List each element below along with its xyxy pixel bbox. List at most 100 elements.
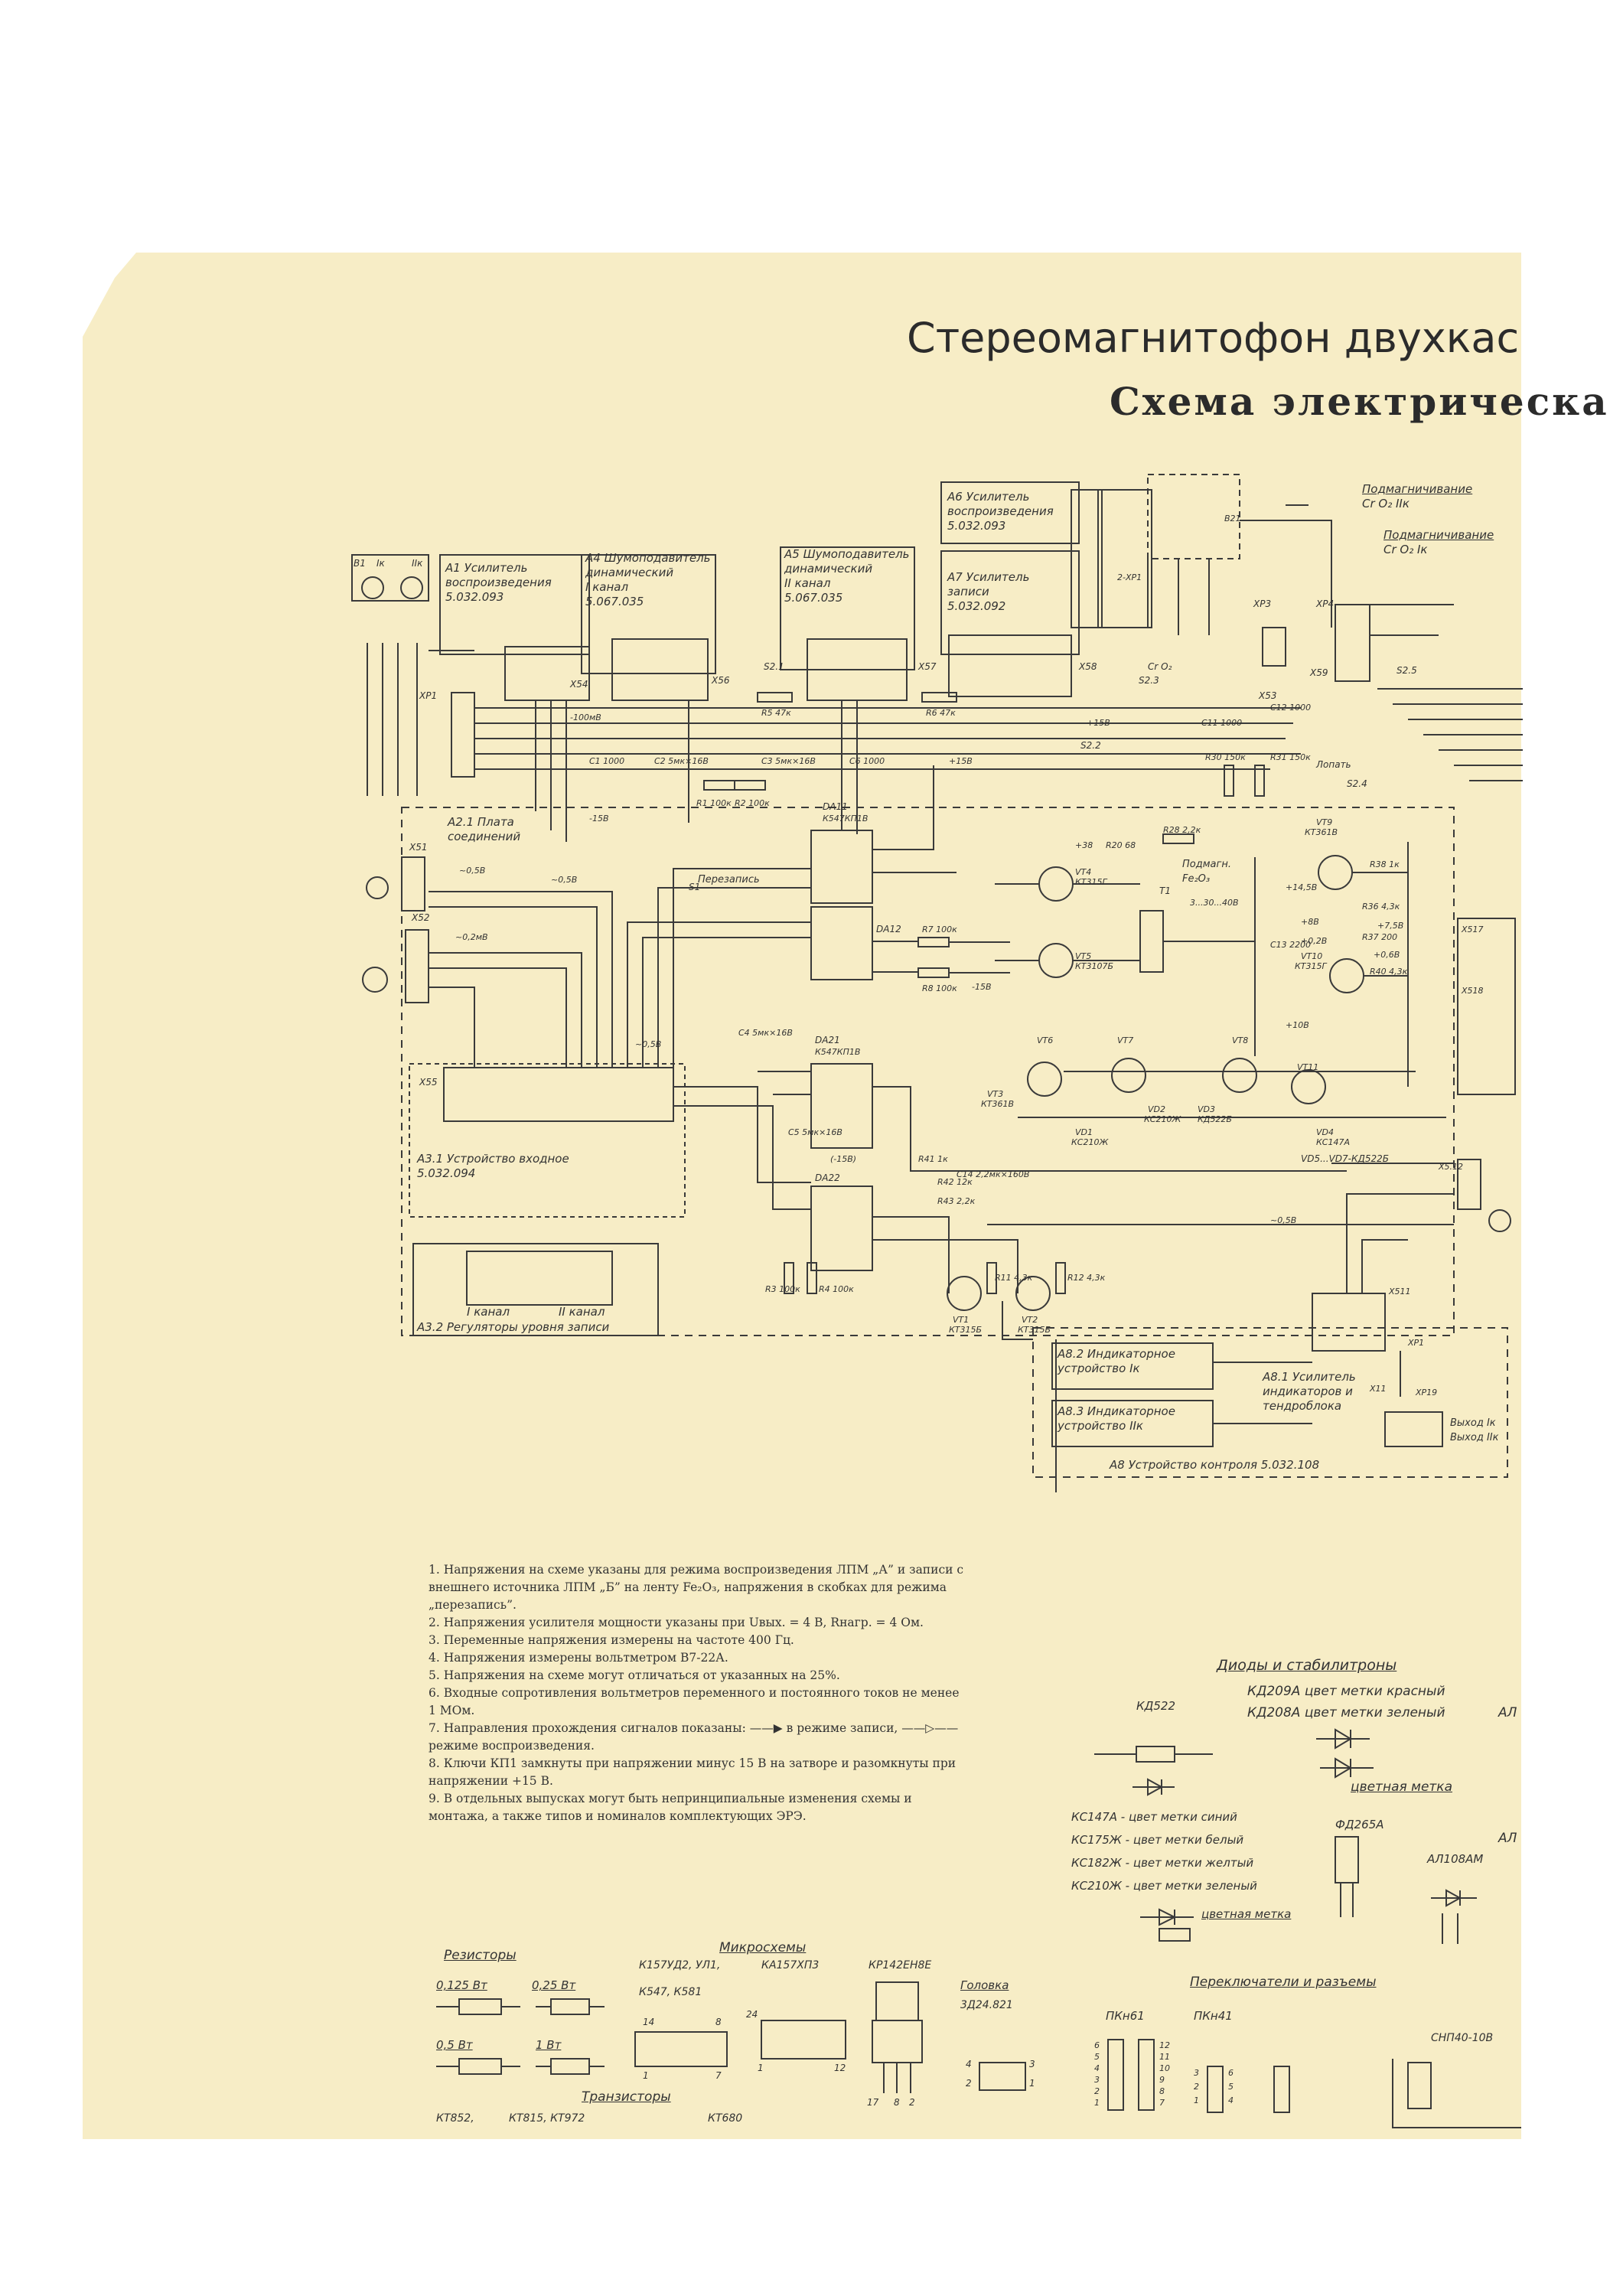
val-r31: R31 150к	[1270, 752, 1311, 762]
resistor-r3	[784, 1262, 794, 1294]
ref-vt10-type: КТ315Г	[1295, 961, 1327, 971]
block-a31-label: А3.1 Устройство входное 5.032.094	[417, 1152, 569, 1181]
legend-trans-1: КТ852,	[436, 2112, 474, 2125]
notes-block: 1. Напряжения на схеме указаны для режим…	[429, 1561, 964, 1825]
pin-label: 1	[1194, 2095, 1199, 2105]
ref-x517: Х517	[1462, 925, 1484, 934]
ref-da12: DA12	[876, 924, 901, 934]
ref-lopat: Лопать	[1316, 759, 1351, 770]
legend-switch-title: Переключатели и разъемы	[1190, 1975, 1377, 1990]
pkn61-a	[1107, 2039, 1124, 2111]
pin-k157-8: 8	[715, 2017, 722, 2027]
ref-vt3: VT3	[987, 1089, 1004, 1099]
block-a81-label: А8.1 Усилитель индикаторов и тендроблока	[1263, 1370, 1356, 1414]
val-minus15v: -15В	[589, 814, 609, 823]
pin-label: 5	[1228, 2082, 1234, 2092]
pkn41-a	[1207, 2066, 1224, 2113]
note-2: 2. Напряжения усилителя мощности указаны…	[429, 1616, 924, 1629]
res-1-body	[550, 2058, 590, 2075]
resistor-r6	[921, 692, 957, 703]
val-c12: C12 1000	[1270, 703, 1312, 713]
wires-da2	[673, 1071, 811, 1210]
ref-vt4-type: КТ315Г	[1075, 877, 1107, 887]
ref-x53: Х53	[1259, 690, 1277, 701]
resistor-r30	[1224, 765, 1234, 797]
ref-vd2: VD2	[1148, 1104, 1165, 1114]
legend-snp: СНП40-10В	[1431, 2032, 1494, 2044]
a82-line: устройство Iк	[1058, 1362, 1140, 1375]
val-ac-05v-a: ~0,5В	[459, 866, 486, 876]
ref-vd3-type: КД522Б	[1198, 1114, 1232, 1124]
ref-x55: Х55	[419, 1077, 438, 1088]
block-a7-label: А7 Усилитель записи 5.032.092	[947, 570, 1029, 614]
pin-head-2: 2	[966, 2078, 972, 2089]
val-r42: R42 12к	[937, 1177, 973, 1187]
pin-label: 10	[1159, 2063, 1170, 2073]
val-r30: R30 150к	[1205, 752, 1246, 762]
pin-label: 4	[1094, 2063, 1100, 2073]
ref-cro2: Cr O₂	[1148, 661, 1172, 672]
pin-kr142-2: 2	[909, 2097, 915, 2108]
a31-line: А3.1 Устройство входное	[417, 1152, 569, 1166]
podmag2-line: Cr O₂ Iк	[1383, 543, 1428, 556]
val-c1: C1 1000	[589, 756, 625, 766]
legend-k157: К157УД2, УЛ1,	[639, 1959, 721, 1971]
resistor-r28	[1162, 833, 1194, 844]
head-symbol-2	[400, 576, 423, 599]
ref-b1: В1	[354, 558, 366, 569]
val-minus15v-b: -15В	[972, 982, 992, 992]
res-0125-body	[458, 1998, 502, 2015]
legend-r0125: 0,125 Вт	[436, 1978, 487, 1992]
block-a6-label: А6 Усилитель воспроизведения 5.032.093	[947, 490, 1054, 533]
a31-line: 5.032.094	[417, 1166, 476, 1180]
ref-da22: DA22	[815, 1172, 840, 1183]
note-8: 8. Ключи КП1 замкнуты при напряжении мин…	[429, 1756, 957, 1788]
ref-2xp1: 2-ХР1	[1117, 572, 1142, 582]
right-amp-edge	[1457, 918, 1516, 1095]
legend-al108: АЛ108АМ	[1427, 1852, 1484, 1866]
legend-al-cut: АЛ	[1498, 1705, 1517, 1720]
a1-line: воспроизведения	[445, 576, 552, 589]
transistor-vt6	[1027, 1062, 1062, 1097]
diode-symbol-1	[1133, 1778, 1175, 1796]
wires-main-bus	[474, 707, 1301, 770]
a32-channel-1: I канал	[467, 1305, 510, 1319]
a7-line: А7 Усилитель	[947, 570, 1030, 584]
a1-line: А1 Усилитель	[445, 561, 528, 575]
pkn61-b	[1138, 2039, 1155, 2111]
val-c5: C5 5мк×16В	[788, 1127, 842, 1137]
a6-line: А6 Усилитель	[947, 490, 1030, 504]
ref-x58: Х58	[1079, 661, 1097, 672]
ref-vt9: VT9	[1316, 817, 1333, 827]
legend-pkn41: ПКн41	[1194, 2009, 1233, 2023]
val-r5: R5 47к	[761, 708, 791, 718]
outputs-label: Выход Iк Выход IIк	[1450, 1416, 1498, 1445]
da21	[810, 1063, 873, 1149]
ref-vt5: VT5	[1075, 951, 1092, 961]
ref-x56: Х56	[712, 675, 730, 686]
schematic-sheet	[83, 253, 1521, 2139]
kd522-body	[1136, 1746, 1175, 1763]
ref-da11: DA11	[823, 801, 848, 812]
a4-line: динамический	[585, 566, 674, 579]
val-r2: R2 100к	[735, 798, 770, 808]
val-r7: R7 100к	[922, 925, 957, 934]
transistor-vt7	[1111, 1058, 1146, 1093]
connector-x55-top	[504, 646, 590, 701]
legend-head-title: Головка	[960, 1978, 1009, 1992]
socket-symbol-right	[1488, 1209, 1511, 1232]
photodiode-leads	[1340, 1883, 1354, 1917]
resistor-r11	[986, 1262, 997, 1294]
bias-line: Подмагн.	[1182, 859, 1231, 870]
block-a83-label: А8.3 Индикаторное устройство IIк	[1058, 1404, 1175, 1433]
val-r38: R38 1к	[1370, 859, 1400, 869]
transistor-vt10	[1329, 958, 1364, 993]
wires-da-out	[872, 765, 1010, 974]
val-r43: R43 2,2к	[937, 1196, 976, 1206]
val-r37: R37 200	[1362, 932, 1398, 942]
ref-vd2-type: КС210Ж	[1144, 1114, 1181, 1124]
ref-vt6: VT6	[1037, 1035, 1054, 1045]
a7-line: записи	[947, 585, 989, 598]
pin-label: 12	[1159, 2040, 1170, 2050]
wires-inputs	[429, 891, 613, 1068]
